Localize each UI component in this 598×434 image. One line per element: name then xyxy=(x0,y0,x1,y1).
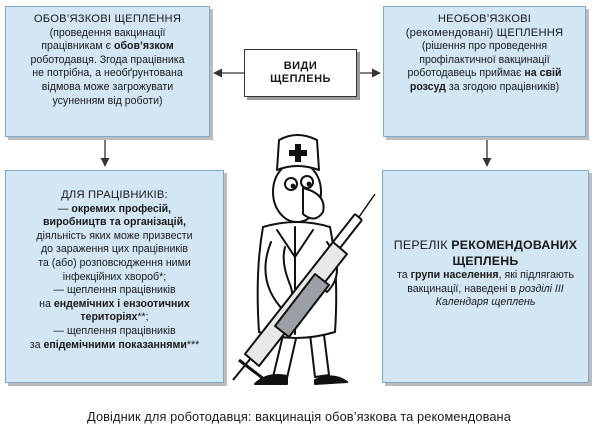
mandatory-text-2: працівникам є обов’язком xyxy=(41,40,174,53)
vaccination-types-box: ВИДИ ЩЕПЛЕНЬ xyxy=(244,49,357,97)
doctor-nose xyxy=(302,187,325,220)
workers-line-8: на ендемічних і ензоотичних xyxy=(39,297,190,310)
workers-line-3: діяльність яких може призвести xyxy=(36,229,193,242)
recommended-title-1: ПЕРЕЛІК РЕКОМЕНДОВАНИХ xyxy=(393,238,578,252)
mandatory-text-6: усуненням від роботи) xyxy=(52,94,163,107)
workers-title: ДЛЯ ПРАЦІВНИКІВ: xyxy=(61,189,168,201)
workers-line-1: — окремих професій, xyxy=(57,202,172,215)
optional-text-1: (рішення про проведення xyxy=(421,40,548,53)
recommended-line-2: вакцинації, наведені в розділі III xyxy=(407,282,564,295)
optional-vaccination-box: НЕОБОВ’ЯЗКОВІ (рекомендовані) ЩЕПЛЕННЯ (… xyxy=(383,6,586,137)
recommended-list-box: ПЕРЕЛІК РЕКОМЕНДОВАНИХ ЩЕПЛЕНЬ та групи … xyxy=(382,170,589,383)
optional-title-1: НЕОБОВ’ЯЗКОВІ xyxy=(437,13,532,25)
recommended-title-2: ЩЕПЛЕНЬ xyxy=(452,254,519,268)
mandatory-vaccination-box: ОБОВ’ЯЗКОВІ ЩЕПЛЕННЯ (проведення вакцина… xyxy=(5,6,210,137)
workers-line-4: до зараження цих працівників xyxy=(40,243,189,256)
figure-caption: Довідник для роботодавця: вакцинація обо… xyxy=(87,409,511,424)
center-line-1: ВИДИ xyxy=(283,60,318,72)
optional-text-3: роботодавець приймає на свій xyxy=(407,67,562,80)
workers-line-6: інфекційних хвороб*; xyxy=(62,270,167,283)
mandatory-text-4: не потрібна, а необґрунтована xyxy=(32,67,183,80)
mandatory-text-3: роботодавця. Згода працівника xyxy=(30,53,185,66)
recommended-line-1: та групи населення, які підлягають xyxy=(397,269,574,281)
center-line-2: ЩЕПЛЕНЬ xyxy=(270,73,331,85)
workers-line-2: виробництв та організацій, xyxy=(42,216,187,229)
doctor-with-syringe-illustration xyxy=(232,134,376,385)
recommended-line-3: Календаря щеплень xyxy=(435,296,536,309)
workers-groups-box: ДЛЯ ПРАЦІВНИКІВ: — окремих професій, вир… xyxy=(5,170,224,383)
workers-line-5: та (або) розповсюдження ними xyxy=(38,256,191,269)
syringe-icon xyxy=(232,193,376,382)
workers-line-7: — щеплення працівників xyxy=(53,284,176,297)
workers-line-10: — щеплення працівників xyxy=(53,324,176,337)
optional-text-4: розсуд за згодою працівників) xyxy=(409,80,560,93)
optional-text-2: профілактичної вакцинації xyxy=(419,53,550,66)
doctor-shoes xyxy=(254,374,348,385)
mandatory-title: ОБОВ’ЯЗКОВІ ЩЕПЛЕННЯ xyxy=(33,13,182,25)
workers-line-11: за епідемічними показаннями*** xyxy=(29,338,200,351)
workers-line-9: територіях**; xyxy=(80,311,149,324)
cross-icon xyxy=(289,144,307,162)
mandatory-text-5: відмова може загрожувати xyxy=(41,80,174,93)
mandatory-text-1: (проведення вакцинації xyxy=(49,26,166,39)
optional-title-2: (рекомендовані) ЩЕПЛЕННЯ xyxy=(405,26,564,39)
